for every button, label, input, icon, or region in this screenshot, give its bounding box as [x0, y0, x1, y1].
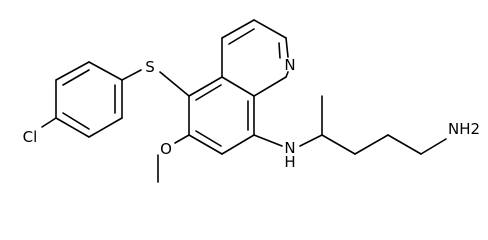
pyridine-ring: [221, 19, 289, 97]
bond-c6-o: [174, 134, 190, 144]
double-bond-inner: [278, 42, 281, 59]
bond: [285, 37, 289, 58]
bond: [88, 61, 123, 81]
double-bond-inner: [62, 69, 90, 86]
bond: [253, 76, 287, 97]
amine-h-label: H: [284, 153, 295, 171]
chlorophenyl-ring: [55, 61, 123, 138]
bond-aryl-cl: [41, 117, 57, 128]
molecule-diagram: S Cl N O N H NH2: [23, 19, 480, 183]
bond-n-ch: [299, 134, 323, 147]
double-bond-inner: [195, 84, 222, 101]
double-bond-inner: [228, 28, 255, 45]
bond: [188, 76, 223, 97]
bond: [285, 71, 289, 78]
bond-chain: [387, 134, 422, 155]
benzo-ring: [188, 76, 255, 155]
amine-n-label: N: [284, 139, 295, 157]
methoxy-oxygen-label: O: [160, 140, 172, 158]
bond: [55, 61, 90, 81]
bond-chain: [354, 134, 389, 155]
bond: [188, 134, 223, 155]
sulfur-label: S: [145, 58, 155, 76]
quinoline-nitrogen-label: N: [284, 56, 295, 74]
double-bond-inner: [195, 130, 222, 147]
structure-canvas: S Cl N O N H NH2: [22, 19, 481, 183]
bond-s-aryl: [121, 69, 142, 81]
bond-c5-s: [159, 71, 190, 97]
bond: [221, 19, 255, 39]
chlorine-label: Cl: [23, 128, 38, 146]
bond-c8-n: [253, 134, 283, 147]
bond-chain: [321, 134, 356, 155]
bond-chain-nh2: [420, 138, 447, 155]
terminal-amine-label: NH2: [448, 120, 480, 138]
bond: [221, 76, 255, 97]
bond: [253, 19, 287, 39]
bond: [55, 117, 90, 138]
bond: [221, 134, 255, 155]
double-bond-inner: [62, 112, 90, 130]
bond: [88, 117, 123, 138]
